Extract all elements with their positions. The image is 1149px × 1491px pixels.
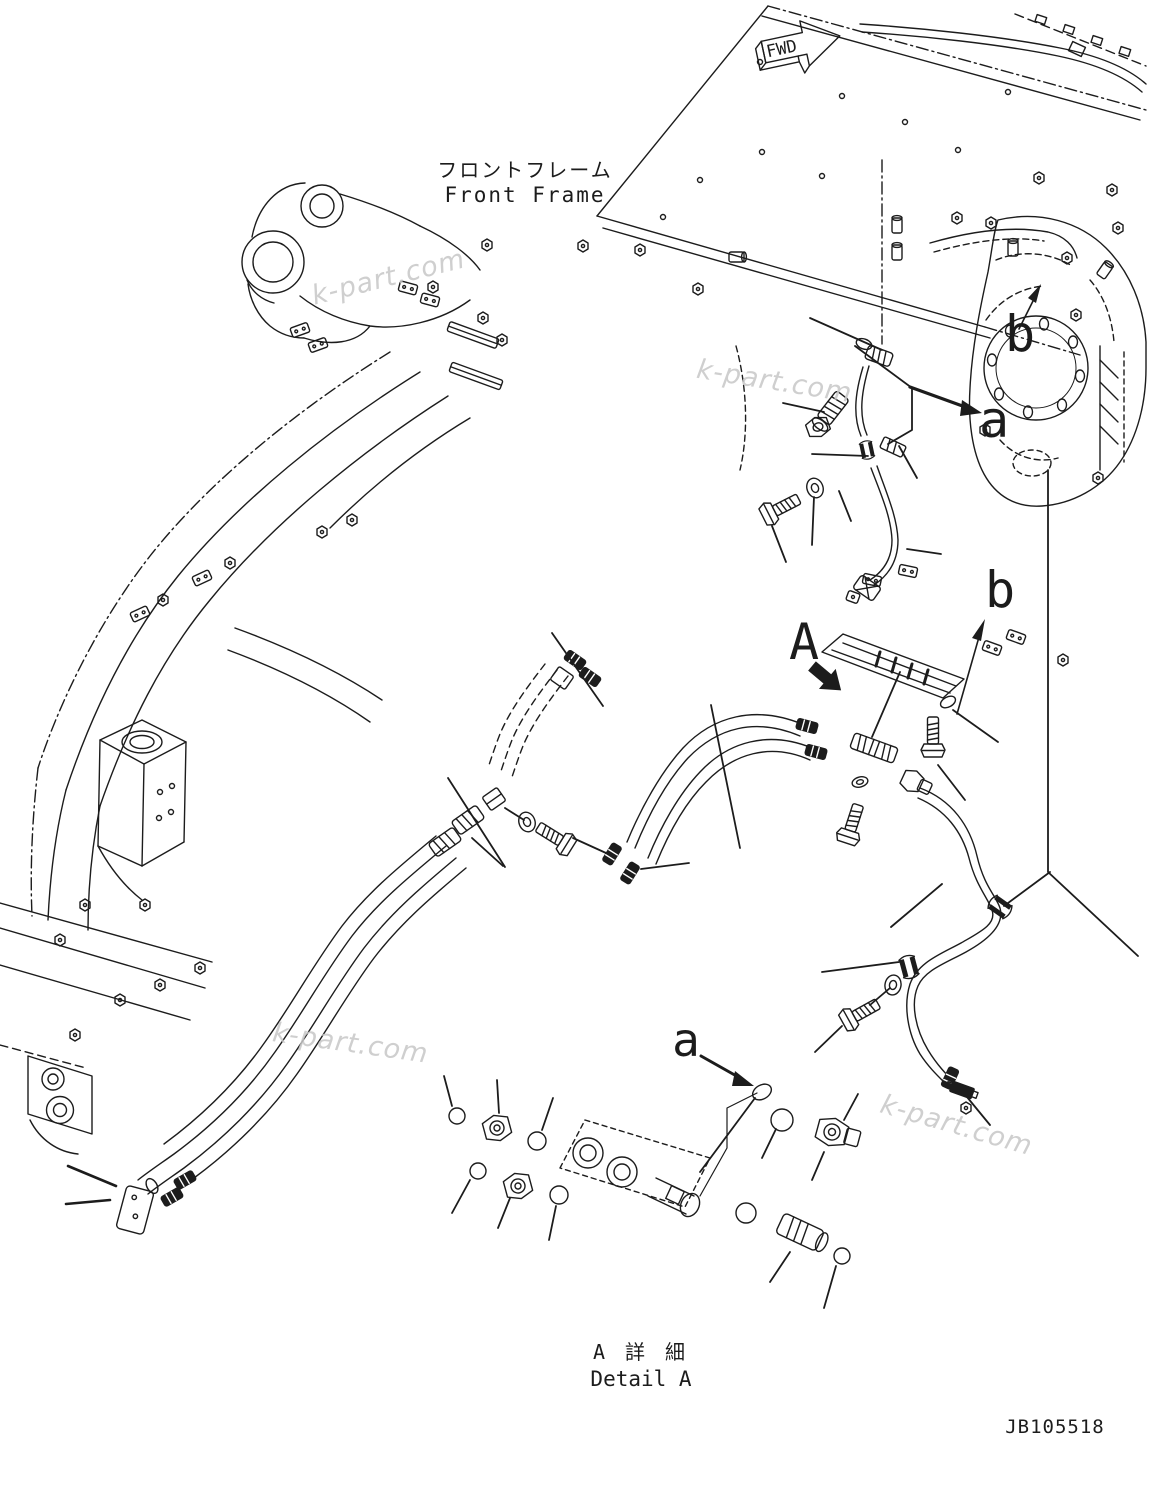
hose-lower-right	[836, 769, 1015, 1115]
view-label-a-lower: a	[672, 1013, 700, 1067]
detail-marker-A: A	[788, 613, 820, 671]
arrow-b-upper	[1028, 284, 1041, 303]
o-ring	[770, 1108, 794, 1132]
elbow-flange	[115, 1185, 155, 1235]
detail-caption-jp: A 詳 細	[592, 1340, 690, 1364]
hex-nut	[804, 416, 832, 438]
t-clamp	[945, 1080, 979, 1100]
elbow-fitting	[776, 1213, 829, 1253]
hose-long-left	[115, 648, 604, 1235]
o-ring	[939, 695, 957, 709]
inline-union	[428, 827, 462, 857]
detail-caption-en: Detail A	[590, 1367, 692, 1391]
o-ring	[735, 1202, 757, 1224]
clamp-block	[482, 787, 506, 811]
washer	[882, 973, 904, 997]
bolt	[531, 815, 580, 859]
view-arrows	[699, 284, 1041, 1086]
washer	[851, 776, 869, 788]
front-frame-structure	[0, 5, 1147, 1155]
mid-hose-cluster	[600, 633, 965, 887]
spring-clamp	[853, 575, 881, 601]
o-ring	[448, 1107, 466, 1125]
o-ring	[527, 1131, 547, 1151]
diagram-title-jp: フロントフレーム	[437, 158, 613, 182]
elbow-fitting	[811, 390, 849, 432]
hose-upper-right	[756, 337, 907, 604]
washer	[803, 475, 827, 501]
o-ring	[833, 1247, 851, 1265]
arrow-a-lower	[732, 1071, 754, 1086]
leader-lines	[64, 317, 1139, 1206]
o-ring	[469, 1162, 487, 1180]
arrow-b-middle	[972, 619, 985, 641]
view-label-b-middle: b	[984, 561, 1016, 619]
washer	[515, 809, 539, 835]
hex-elbow	[899, 769, 933, 795]
hub-assembly	[968, 215, 1147, 507]
diagram-title-en: Front Frame	[444, 183, 606, 207]
bracket-plate	[821, 633, 965, 699]
view-label-b-upper: b	[1004, 305, 1036, 363]
detail-a-fat-arrow	[808, 661, 842, 691]
hose-clamp	[897, 953, 921, 981]
detail-a-view	[443, 1075, 862, 1309]
plug-fitting	[501, 1169, 535, 1203]
manifold-boss	[647, 1177, 701, 1218]
o-ring	[751, 1083, 773, 1101]
union-fitting	[879, 436, 907, 458]
arrow-a-upper	[960, 400, 982, 416]
hose-clamp	[858, 439, 876, 461]
clip-small	[845, 590, 861, 604]
view-label-a-upper: a	[978, 391, 1010, 449]
hex-fitting	[814, 1117, 862, 1148]
plug-fitting	[480, 1111, 514, 1145]
bolt	[756, 487, 805, 529]
stud-bolt	[920, 716, 946, 758]
union-connector	[848, 731, 900, 765]
bolt	[833, 800, 871, 848]
drawing-number: JB105518	[1005, 1416, 1105, 1438]
o-ring	[549, 1185, 569, 1205]
